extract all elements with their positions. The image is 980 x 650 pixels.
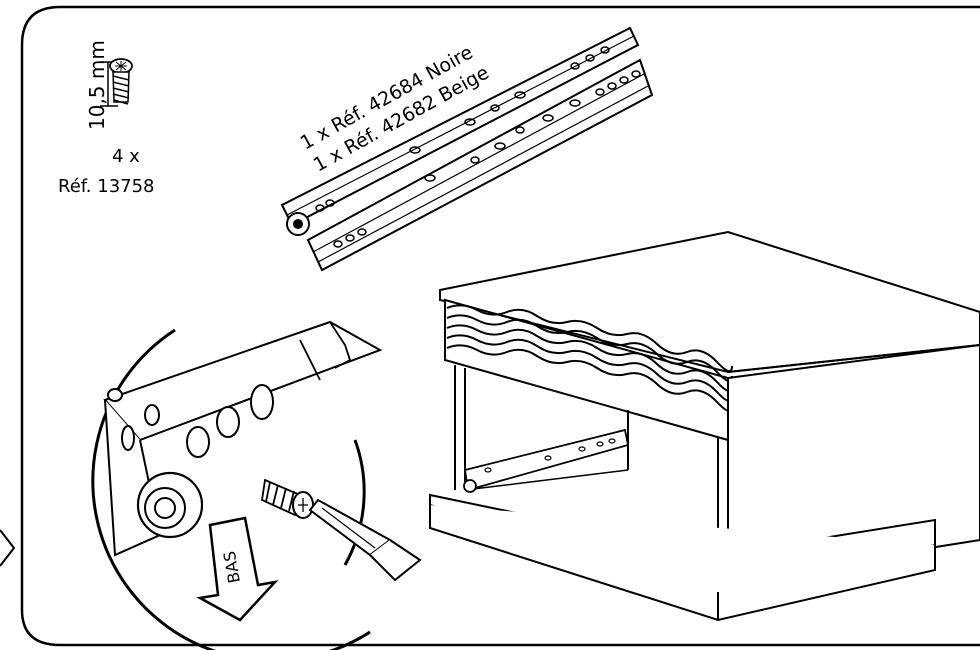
screw-icon xyxy=(261,478,314,519)
drawer-rail-icon xyxy=(280,26,640,236)
screw-dimension-label: 10,5 mm xyxy=(85,40,109,130)
screw-quantity-label: 4 x xyxy=(112,146,140,167)
down-arrow-icon: BAS xyxy=(196,516,279,622)
screwdriver-icon xyxy=(308,498,422,582)
rails-group: 1 x Réf. 42684 Noire 1 x Réf. 42682 Beig… xyxy=(280,26,654,272)
rail-roller-icon xyxy=(136,471,204,539)
drawer-wave-pattern xyxy=(446,304,733,413)
screw-icon xyxy=(109,58,133,105)
nightstand-icon xyxy=(429,230,980,622)
screw-reference-label: Réf. 13758 xyxy=(58,176,155,197)
drawer-rail-icon xyxy=(306,58,654,272)
prev-page-arrow xyxy=(0,529,16,567)
screw-part-group: 10,5 mm 4 x Réf. 13758 xyxy=(58,40,155,197)
detail-zoom-group: BAS xyxy=(91,320,422,650)
page-frame xyxy=(20,5,980,647)
